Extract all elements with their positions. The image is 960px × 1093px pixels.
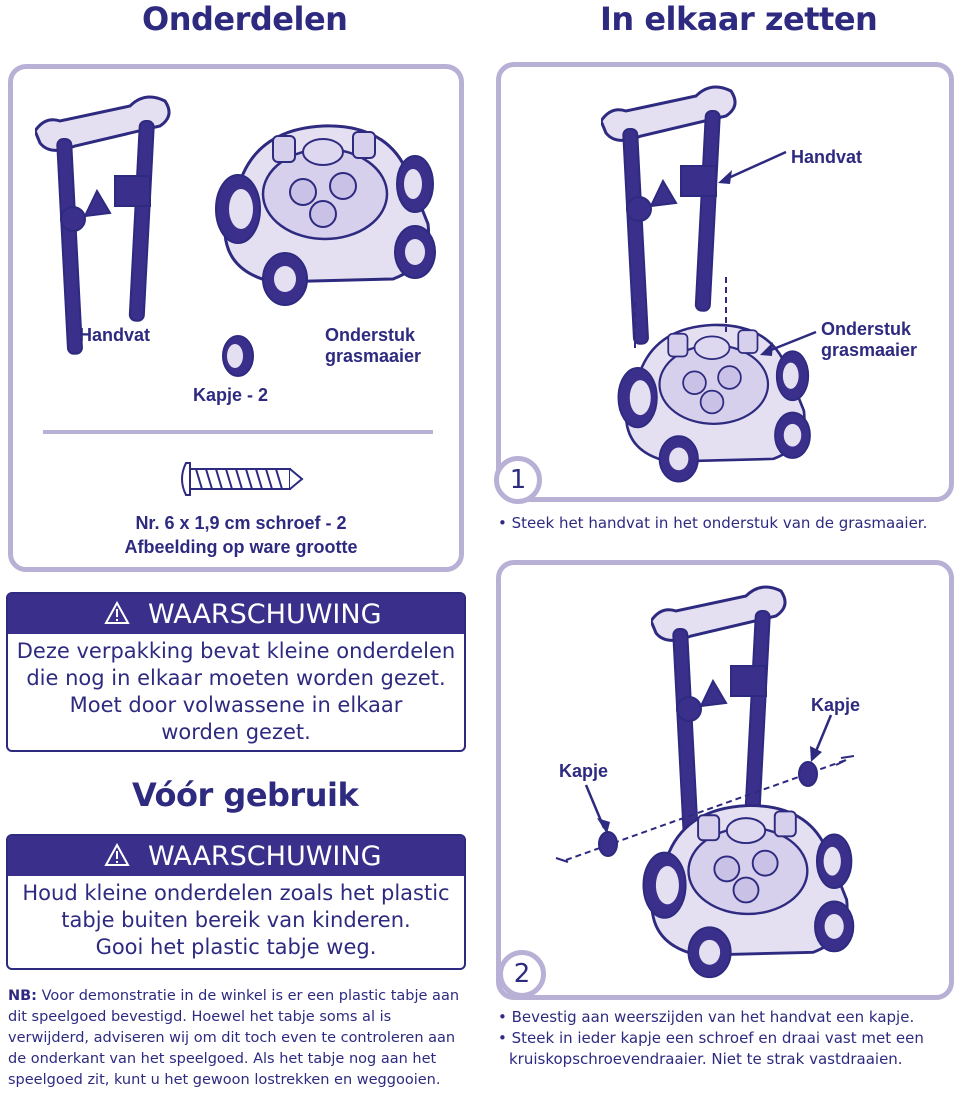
parts-base-label: Onderstuk grasmaaier [325, 325, 422, 366]
divider [43, 430, 433, 434]
warning-text: Deze verpakking bevat kleine onderdelen … [8, 634, 464, 752]
step2-panel: Kapje Kapje [496, 560, 954, 1000]
step2-bullet-text-2: Steek in ieder kapje een schroef en draa… [509, 1029, 924, 1068]
warning-triangle-icon [104, 601, 130, 624]
step2-cap-label-left: Kapje [559, 761, 609, 781]
warning-header: WAARSCHUWING [8, 836, 464, 876]
mower-base-illustration [214, 124, 437, 307]
step1-base-label: Onderstuk grasmaaier [821, 319, 918, 360]
step1-bullet-text: Steek het handvat in het onderstuk van d… [511, 514, 928, 532]
step1-handle-label: Handvat [791, 147, 863, 167]
warning-title: WAARSCHUWING [148, 598, 382, 630]
arrow-lines [634, 150, 817, 356]
warning-box-1: WAARSCHUWING Deze verpakking bevat klein… [6, 592, 466, 752]
warning-box-2: WAARSCHUWING Houd kleine onderdelen zoal… [6, 834, 466, 970]
warning-line: Deze verpakking bevat kleine onderdelen [16, 639, 456, 663]
warning-line: Houd kleine onderdelen zoals het plastic [22, 881, 450, 905]
warning-title: WAARSCHUWING [148, 840, 382, 872]
warning-line: Moet door volwassene in elkaar [69, 693, 403, 717]
screw-illustration [181, 462, 304, 496]
step2-bullet-2: • Steek in ieder kapje een schroef en dr… [498, 1029, 924, 1068]
cap-illustration [222, 335, 254, 377]
before-use-heading: Vóór gebruik [132, 776, 359, 814]
step1-panel: Handvat Onderstuk grasmaaier [496, 62, 954, 502]
warning-line: worden gezet. [161, 720, 311, 744]
warning-triangle-icon [104, 843, 130, 866]
assembly-heading: In elkaar zetten [600, 0, 878, 38]
step2-cap-label-right: Kapje [811, 695, 861, 715]
parts-panel: Handvat Onderstuk grasmaaier Kapje - 2 N… [8, 64, 464, 572]
cap-assembly-lines [555, 714, 855, 863]
step2-bullet-text-1: Bevestig aan weerszijden van het handvat… [511, 1008, 915, 1026]
warning-header: WAARSCHUWING [8, 594, 464, 634]
note-text: Voor demonstratie in de winkel is er een… [8, 988, 460, 1088]
parts-handle-label: Handvat [79, 325, 151, 345]
warning-text: Houd kleine onderdelen zoals het plastic… [8, 876, 464, 967]
parts-heading: Onderdelen [142, 0, 348, 38]
step1-number: 1 [494, 456, 542, 504]
note-paragraph: NB: Voor demonstratie in de winkel is er… [8, 986, 470, 1091]
warning-line: die nog in elkaar moeten worden gezet. [26, 666, 446, 690]
parts-cap-label: Kapje - 2 [193, 385, 269, 405]
screw-caption-2: Afbeelding op ware grootte [124, 537, 358, 557]
warning-line: Gooi het plastic tabje weg. [95, 935, 377, 959]
step2-bullet-1: • Bevestig aan weerszijden van het handv… [498, 1008, 915, 1026]
step2-number: 2 [498, 950, 546, 998]
warning-line: tabje buiten bereik van kinderen. [61, 908, 411, 932]
screw-caption-1: Nr. 6 x 1,9 cm schroef - 2 [135, 513, 347, 533]
step1-bullet-1: • Steek het handvat in het onderstuk van… [498, 514, 928, 532]
note-prefix: NB: [8, 988, 37, 1004]
